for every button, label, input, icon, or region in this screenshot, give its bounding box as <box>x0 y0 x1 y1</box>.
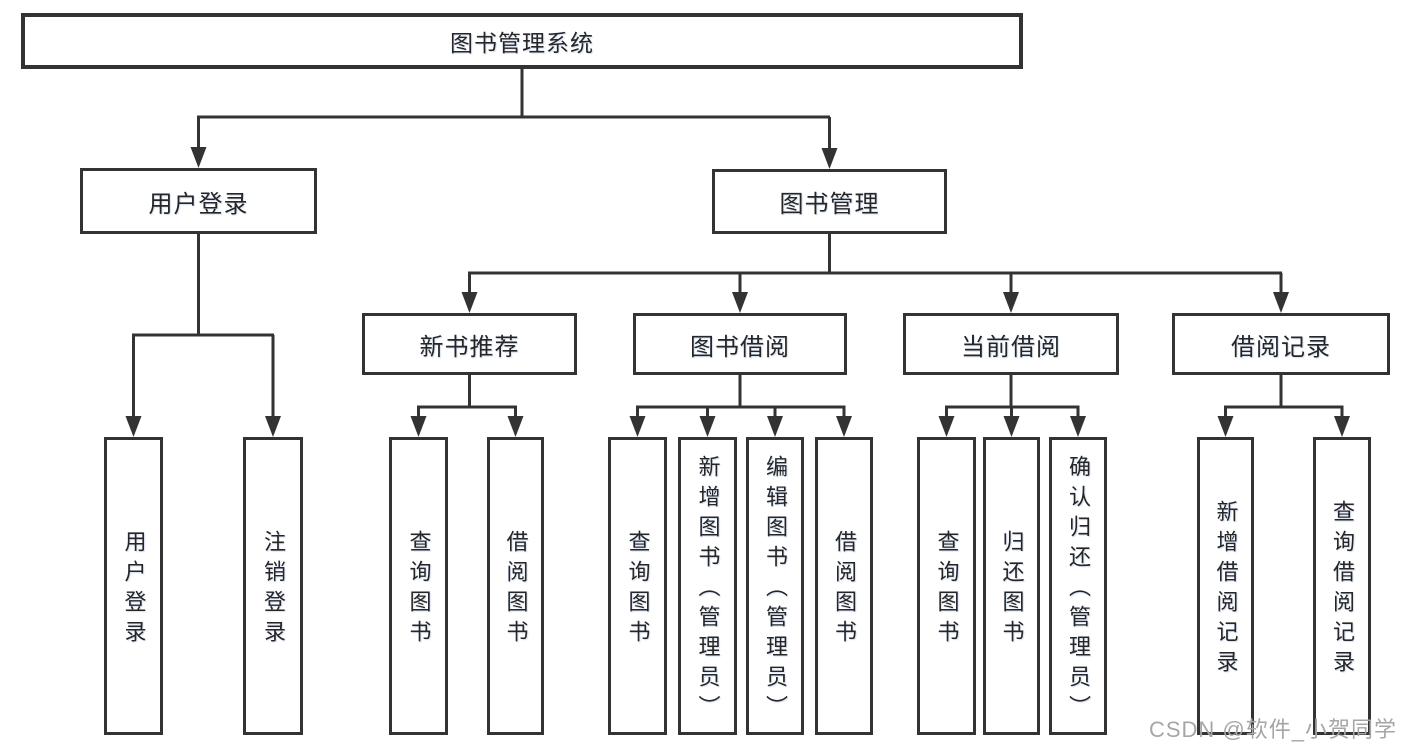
node-borrow-record-label: 借阅记录 <box>1231 333 1331 361</box>
leaf-user-login: 用户登录 <box>104 437 163 735</box>
leaf-borrow-books-borrow: 借阅图书 <box>815 437 873 735</box>
leaf-edit-books-admin-label: 编辑图书（管理员） <box>763 455 788 725</box>
leaf-user-login-label: 用户登录 <box>121 530 147 650</box>
leaf-query-books-current: 查询图书 <box>917 437 976 735</box>
leaf-borrow-books-recommend: 借阅图书 <box>487 437 544 735</box>
leaf-query-books-recommend-label: 查询图书 <box>406 530 432 650</box>
leaf-add-borrow-record-label: 新增借阅记录 <box>1213 500 1239 680</box>
leaf-query-books-current-label: 查询图书 <box>934 530 960 650</box>
leaf-add-borrow-record: 新增借阅记录 <box>1197 437 1254 735</box>
node-root: 图书管理系统 <box>21 13 1023 69</box>
leaf-add-books-admin-label: 新增图书（管理员） <box>695 455 721 725</box>
node-user-login: 用户登录 <box>80 168 317 234</box>
csdn-watermark: CSDN @软件_小贺同学 <box>1148 717 1397 742</box>
leaf-return-books: 归还图书 <box>983 437 1040 735</box>
leaf-return-books-label: 归还图书 <box>999 530 1025 650</box>
connectors <box>125 69 1350 437</box>
leaf-query-books-borrow: 查询图书 <box>608 437 667 735</box>
leaf-confirm-return-admin-label: 确认归还（管理员） <box>1066 455 1091 725</box>
node-book-management-label: 图书管理 <box>779 191 880 218</box>
leaf-edit-books-admin: 编辑图书（管理员） <box>746 437 804 735</box>
leaf-add-books-admin: 新增图书（管理员） <box>678 437 737 735</box>
leaf-query-books-recommend: 查询图书 <box>389 437 448 735</box>
node-book-borrow-label: 图书借阅 <box>690 333 790 361</box>
leaf-query-books-borrow-label: 查询图书 <box>625 530 651 650</box>
node-borrow-record: 借阅记录 <box>1172 313 1390 375</box>
leaf-query-borrow-record: 查询借阅记录 <box>1313 437 1371 735</box>
node-book-borrow: 图书借阅 <box>633 313 847 375</box>
leaf-logout-login-label: 注销登录 <box>261 530 286 650</box>
node-new-book-recommend-label: 新书推荐 <box>419 333 520 361</box>
node-new-book-recommend: 新书推荐 <box>362 313 577 375</box>
leaf-borrow-books-borrow-label: 借阅图书 <box>832 530 857 650</box>
node-root-label: 图书管理系统 <box>450 30 594 56</box>
node-book-management: 图书管理 <box>712 169 947 234</box>
leaf-borrow-books-recommend-label: 借阅图书 <box>503 530 529 650</box>
node-user-login-label: 用户登录 <box>148 190 249 218</box>
leaf-logout-login: 注销登录 <box>243 437 303 735</box>
leaf-query-borrow-record-label: 查询借阅记录 <box>1330 500 1355 680</box>
node-current-borrow: 当前借阅 <box>903 313 1119 375</box>
node-current-borrow-label: 当前借阅 <box>961 333 1061 361</box>
leaf-confirm-return-admin: 确认归还（管理员） <box>1049 437 1107 735</box>
